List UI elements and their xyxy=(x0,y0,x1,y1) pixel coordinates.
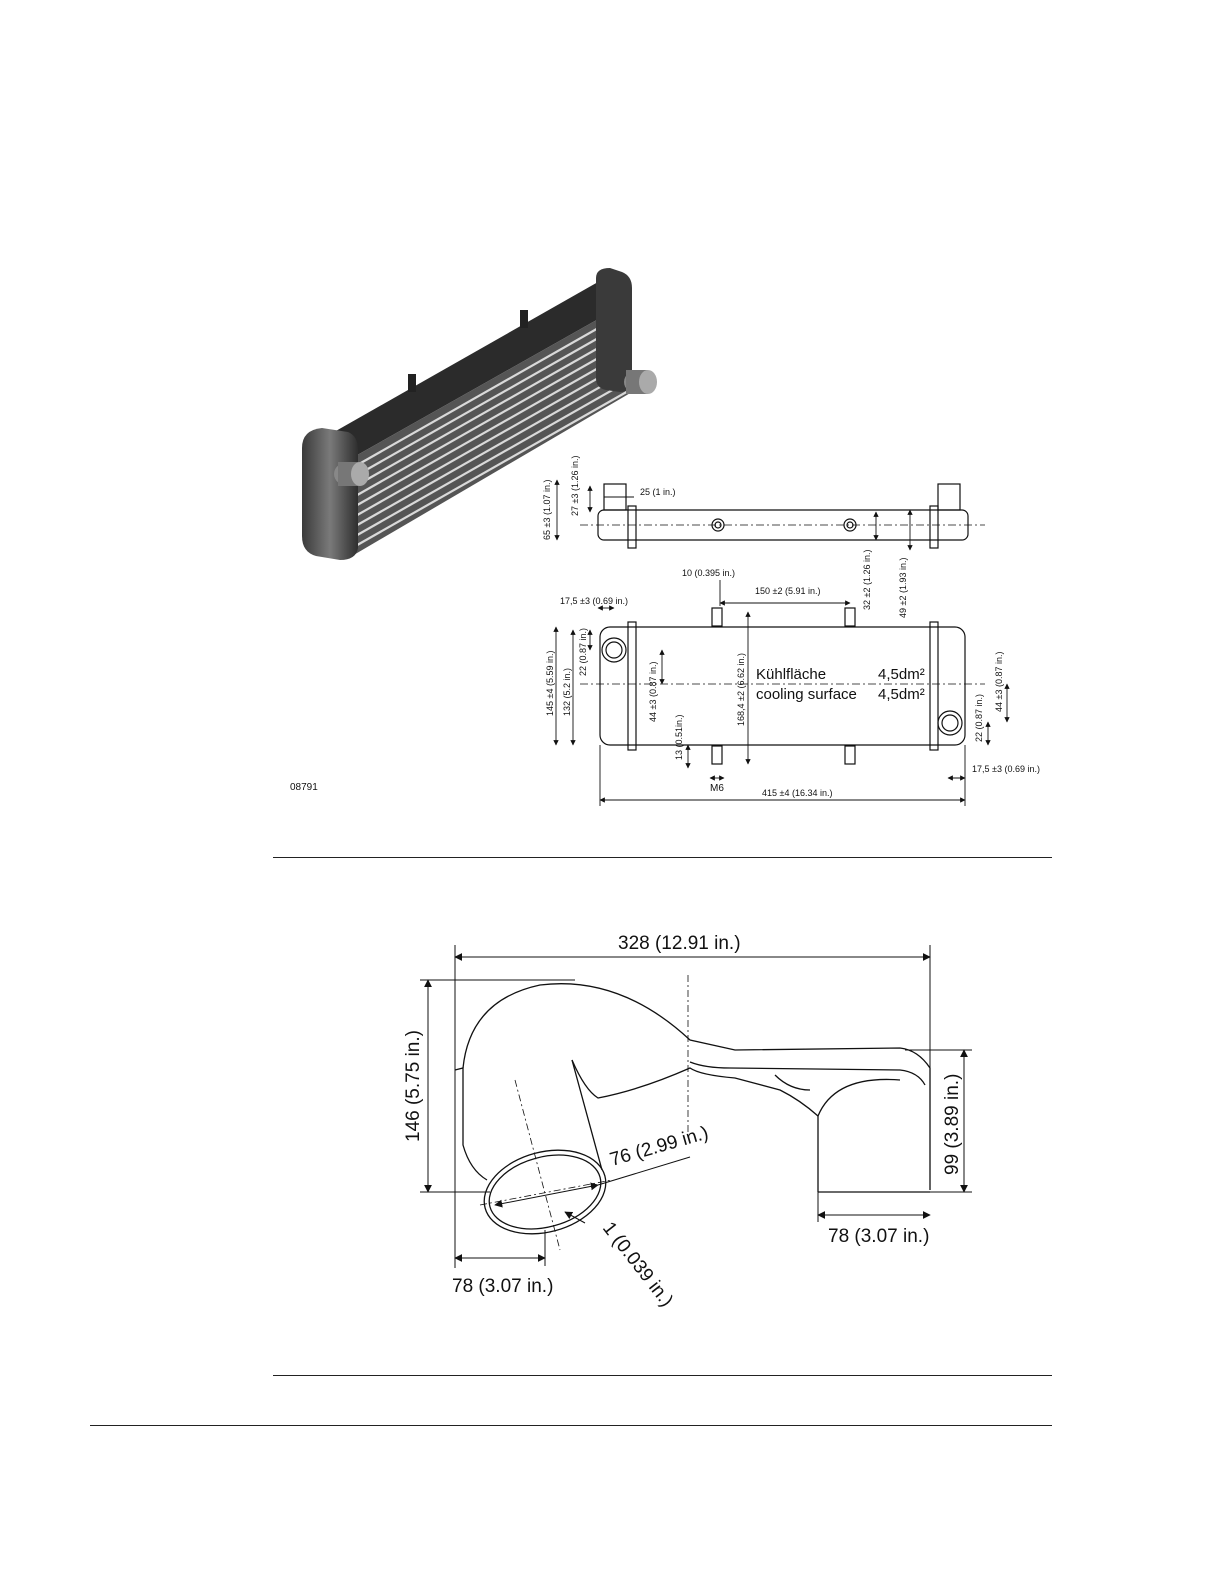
page-footer-rule xyxy=(90,1425,1052,1426)
dim-415: 415 ±4 (16.34 in.) xyxy=(762,788,832,798)
dim-height-right: 99 (3.89 in.) xyxy=(942,1074,963,1175)
dim-65: 65 ±3 (1.07 in.) xyxy=(542,480,552,540)
front-view-drawing xyxy=(580,607,985,765)
dim-49: 49 ±2 (1.93 in.) xyxy=(898,558,908,618)
cooling-value-en: 4,5dm² xyxy=(878,686,925,703)
cooling-label-en: cooling surface xyxy=(756,686,857,703)
dim-25: 25 (1 in.) xyxy=(640,487,676,497)
air-duct-outline xyxy=(454,975,931,1251)
dim-13: 13 (0.51in.) xyxy=(674,714,684,760)
air-duct-dimensions xyxy=(420,945,972,1268)
dim-132: 132 (5.2 in.) xyxy=(562,668,572,716)
dim-inlet-diameter: 76 (2.99 in.) xyxy=(608,1123,711,1171)
dim-145: 145 ±4 (5.59 in.) xyxy=(545,651,555,716)
dim-168: 168,4 ±2 (6.62 in.) xyxy=(736,653,746,726)
dim-44-left: 44 ±3 (0.87 in.) xyxy=(648,662,658,722)
dim-width: 328 (12.91 in.) xyxy=(618,933,741,954)
label-m6: M6 xyxy=(710,783,724,794)
dim-10: 10 (0.395 in.) xyxy=(682,568,735,578)
dim-22-right: 22 (0.87 in.) xyxy=(974,694,984,742)
dim-44-right: 44 ±3 (0.87 in.) xyxy=(994,652,1004,712)
dim-outlet-width: 78 (3.07 in.) xyxy=(828,1226,929,1247)
dim-17-right: 17,5 ±3 (0.69 in.) xyxy=(972,764,1040,774)
section-divider-1 xyxy=(273,857,1052,858)
dim-height-left: 146 (5.75 in.) xyxy=(403,1030,424,1142)
dim-150: 150 ±2 (5.91 in.) xyxy=(755,586,820,596)
oil-cooler-render xyxy=(302,268,657,560)
figure-id-label: 08791 xyxy=(290,782,318,793)
cooling-value-de: 4,5dm² xyxy=(878,666,925,683)
dimension-lines xyxy=(553,479,1010,806)
cooling-label-de: Kühlfläche xyxy=(756,666,826,683)
dim-32: 32 ±2 (1.26 in.) xyxy=(862,550,872,610)
dim-inlet-width: 78 (3.07 in.) xyxy=(452,1276,553,1297)
dim-27: 27 ±3 (1.26 in.) xyxy=(570,456,580,516)
dim-wall: 1 (0.039 in.) xyxy=(598,1218,677,1311)
section-divider-2 xyxy=(273,1375,1052,1376)
oil-cooler-figure: 65 ±3 (1.07 in.) 27 ±3 (1.26 in.) 25 (1 … xyxy=(290,268,1040,806)
dim-22-left: 22 (0.87 in.) xyxy=(578,628,588,676)
dim-17-left: 17,5 ±3 (0.69 in.) xyxy=(560,596,628,606)
